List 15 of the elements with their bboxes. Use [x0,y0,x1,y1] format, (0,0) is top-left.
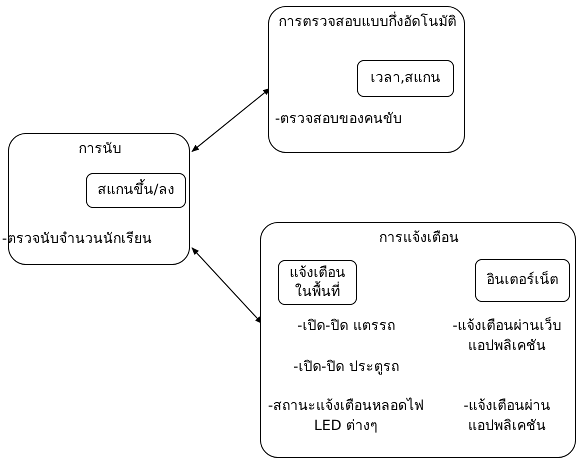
bullet-text: -สถานะแจ้งเตือนหลอดไฟ LED ต่างๆ [266,397,426,436]
group-box [260,222,576,458]
bullet-text: -เปิด-ปิด ประตูรถ [292,358,400,377]
box-heading: การแจ้งเตือน [378,229,460,248]
sub-box: เวลา,สแกน [357,60,454,97]
box-heading: การนับ [78,140,122,159]
sub-box: แจ้งเตือนในพื้นที่ [278,260,357,305]
group-box [268,6,465,153]
bullet-text: -แจ้งเตือนผ่านแอปพลิเคชัน [462,397,552,436]
bullet-text: -เปิด-ปิด แตรรถ [296,317,396,336]
box-heading: การตรวจสอบแบบกึ่งอัดโนมัติ [269,13,466,33]
sub-box: อินเตอร์เน็ต [475,259,570,302]
sub-box: สแกนขึ้น/ลง [86,173,186,208]
bullet-text: -ตรวจสอบของคนขับ [275,110,404,129]
bullet-text: -แจ้งเตือนผ่านเว็บแอปพลิเคชัน [451,317,563,356]
